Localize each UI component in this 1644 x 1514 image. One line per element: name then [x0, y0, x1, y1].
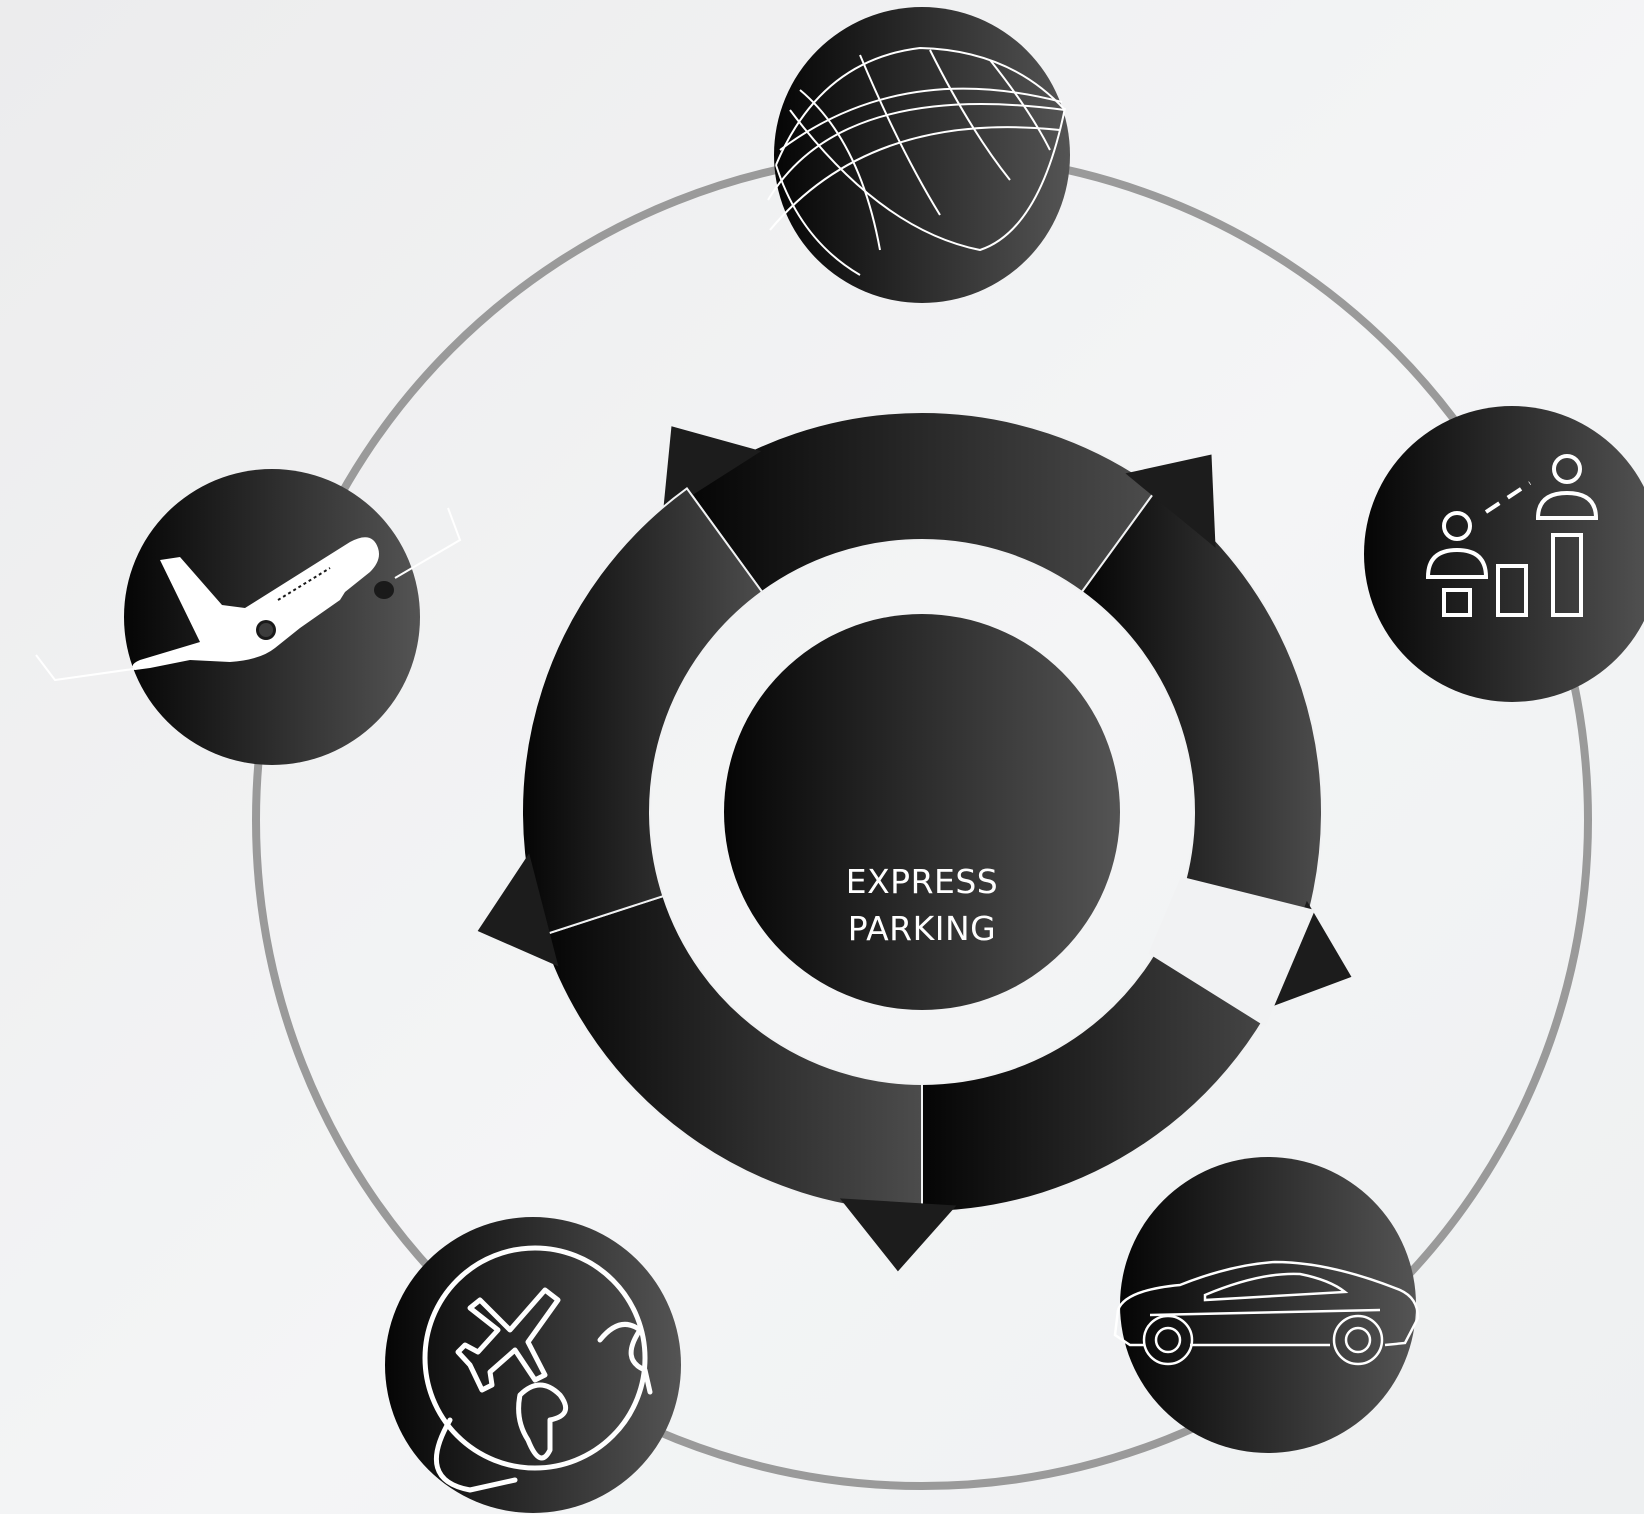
segmented-ring: [477, 411, 1352, 1272]
airplane-icon: [35, 507, 462, 682]
ring-segment-left-arrow: [477, 853, 559, 967]
ring-segment-bottom-right-arrow: [1264, 900, 1352, 1010]
ring-segment-bottom-left-arrow: [839, 1198, 957, 1272]
people-growth-chart-icon: [1425, 454, 1599, 617]
sports-car-icon: [1113, 1260, 1420, 1366]
center-hub: EXPRESS PARKING: [724, 614, 1120, 1010]
ring-segment-right: [1080, 486, 1323, 937]
ring-gap: [1148, 876, 1315, 1027]
globe-grid-icon: [767, 46, 1066, 276]
satellite-airplane: [35, 469, 462, 765]
ring-segment-left: [521, 486, 764, 937]
world-travel-plane-icon: [422, 1245, 653, 1493]
ring-segment-top: [685, 411, 1159, 594]
satellite-car: [1113, 1157, 1420, 1453]
satellite-people-chart: [1364, 406, 1644, 702]
satellite-world-travel: [385, 1217, 681, 1513]
satellite-globe: [767, 7, 1070, 303]
center-title-line1: EXPRESS: [846, 862, 999, 901]
center-title-line2: PARKING: [848, 909, 996, 948]
ring-segment-right-arrow: [1125, 454, 1216, 548]
